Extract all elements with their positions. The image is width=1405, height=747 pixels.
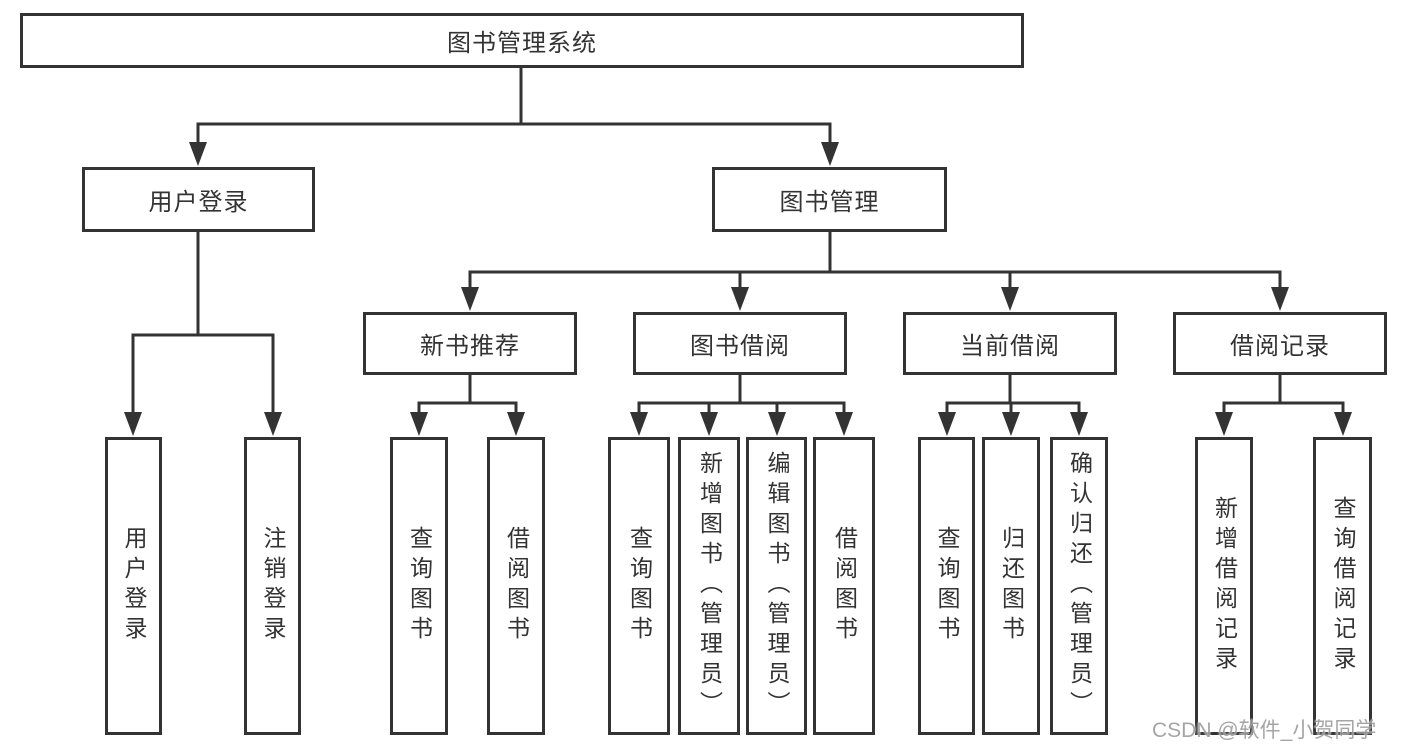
node-borrow-records: 借阅记录 <box>1173 312 1387 375</box>
connector-lines <box>131 66 1345 415</box>
node-library-management-system: 图书管理系统 <box>20 13 1024 68</box>
leaf-bb-query-books: 查询图书 <box>608 437 670 735</box>
leaf-br-query-record: 查询借阅记录 <box>1313 437 1372 735</box>
leaf-cb-query-books: 查询图书 <box>918 437 975 735</box>
leaf-user-login: 用户登录 <box>105 437 162 735</box>
leaf-label: 归还图书 <box>998 526 1025 646</box>
node-book-borrow: 图书借阅 <box>633 312 847 375</box>
leaf-cb-return-books: 归还图书 <box>982 437 1040 735</box>
node-label: 图书借阅 <box>690 333 790 360</box>
leaf-nbr-query-books: 查询图书 <box>390 437 448 735</box>
leaf-label: 查询图书 <box>406 526 433 646</box>
leaf-label: 确认归还（管理员） <box>1066 451 1093 721</box>
leaf-bb-borrow-books: 借阅图书 <box>813 437 875 735</box>
leaf-br-add-record: 新增借阅记录 <box>1195 437 1253 735</box>
leaf-logout: 注销登录 <box>244 437 301 735</box>
node-label: 新书推荐 <box>420 333 520 360</box>
node-current-borrow: 当前借阅 <box>903 312 1117 375</box>
leaf-label: 借阅图书 <box>503 526 530 646</box>
leaf-label: 借阅图书 <box>831 526 858 646</box>
leaf-label: 新增图书（管理员） <box>696 451 723 721</box>
node-label: 图书管理系统 <box>447 30 597 57</box>
leaf-label: 查询图书 <box>626 526 653 646</box>
leaf-cb-confirm-return-admin: 确认归还（管理员） <box>1050 437 1108 735</box>
leaf-label: 查询借阅记录 <box>1330 496 1356 676</box>
leaf-label: 编辑图书（管理员） <box>764 451 790 721</box>
leaf-label: 用户登录 <box>121 526 147 646</box>
leaf-bb-add-books-admin: 新增图书（管理员） <box>678 437 740 735</box>
node-new-book-recommend: 新书推荐 <box>363 312 577 375</box>
connector-arrowheads <box>124 142 1352 436</box>
csdn-watermark: CSDN @软件_小贺同学 <box>1152 719 1377 742</box>
node-label: 用户登录 <box>148 189 249 216</box>
leaf-label: 注销登录 <box>260 526 286 646</box>
node-label: 当前借阅 <box>960 333 1060 360</box>
node-label: 图书管理 <box>779 189 880 216</box>
node-book-management: 图书管理 <box>712 167 947 232</box>
leaf-nbr-borrow-books: 借阅图书 <box>487 437 545 735</box>
node-label: 借阅记录 <box>1230 333 1330 360</box>
node-user-login: 用户登录 <box>82 167 315 232</box>
leaf-label: 查询图书 <box>934 526 960 646</box>
leaf-label: 新增借阅记录 <box>1211 496 1238 676</box>
leaf-bb-edit-books-admin: 编辑图书（管理员） <box>746 437 807 735</box>
